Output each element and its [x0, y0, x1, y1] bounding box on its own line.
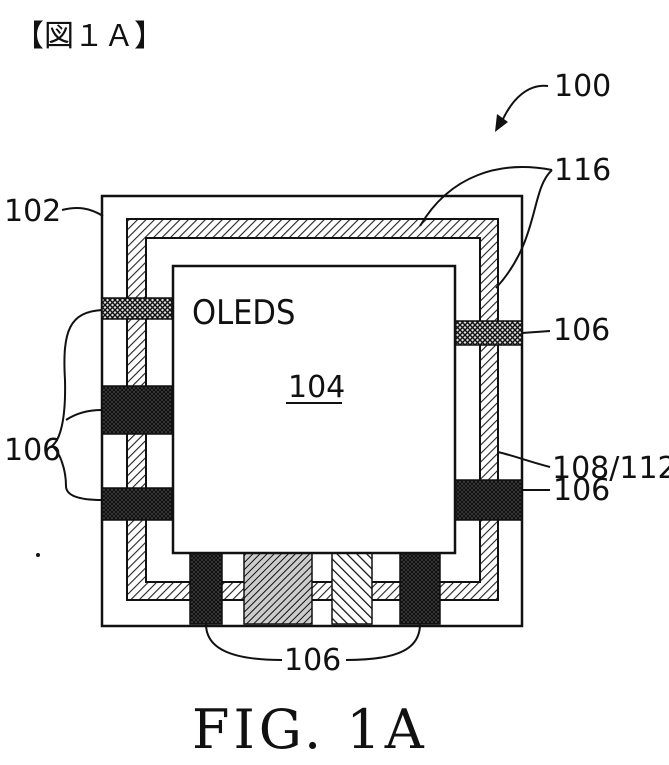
contact-pad-left-1 — [102, 298, 172, 319]
ref-116-label: 116 — [554, 153, 611, 188]
ref-106-bottom-label: 106 — [284, 643, 341, 678]
scan-speck — [36, 553, 40, 557]
contact-pad-bottom-4 — [400, 553, 440, 624]
ref-102-leader — [62, 208, 103, 216]
ref-100-arrowhead — [495, 114, 508, 132]
ref-102-label: 102 — [4, 194, 61, 229]
contact-pad-right-1 — [455, 321, 522, 345]
figure-caption: FIG. 1A — [192, 698, 428, 761]
contact-pad-bottom-1 — [190, 553, 222, 624]
ref-106-right-lower-label: 106 — [553, 473, 610, 508]
contact-pad-bottom-2 — [244, 553, 312, 624]
oled-area-ref: 104 — [288, 370, 345, 405]
ref-106-left-label: 106 — [4, 433, 61, 468]
ref-106-right-upper-leader — [522, 331, 550, 333]
figure-number-label: 【図１Ａ】 — [14, 19, 164, 54]
ref-106-right-upper-label: 106 — [553, 313, 610, 348]
ref-116-leader-2 — [496, 170, 552, 288]
contact-pad-left-3 — [102, 488, 172, 520]
contact-pad-right-2 — [455, 480, 522, 520]
ref-106-left-bracket — [52, 310, 102, 500]
contact-pad-bottom-3 — [332, 553, 372, 624]
oled-area-text: OLEDS — [192, 293, 295, 333]
contact-pad-left-2 — [102, 386, 172, 434]
ref-100-label: 100 — [554, 69, 611, 104]
ref-100-leader — [500, 86, 548, 126]
ref-108-112-leader — [498, 452, 550, 467]
